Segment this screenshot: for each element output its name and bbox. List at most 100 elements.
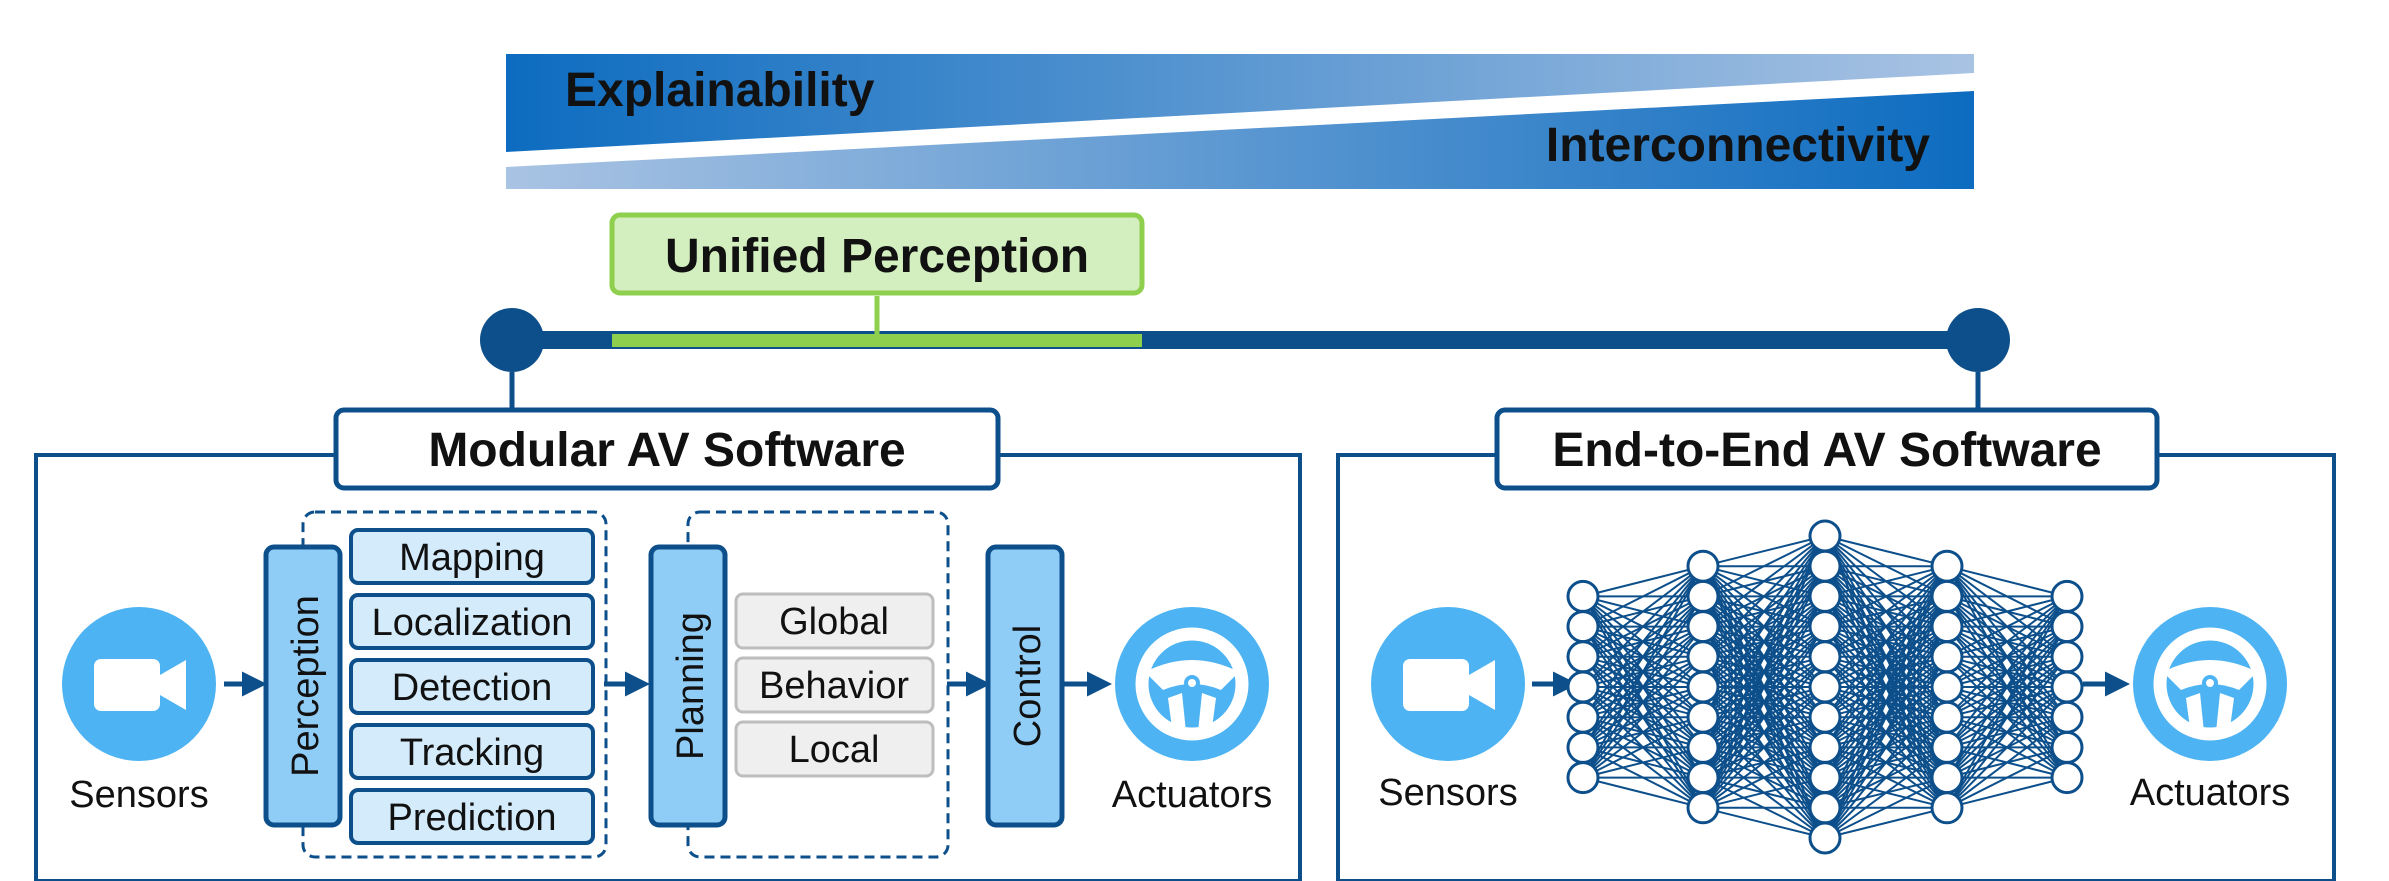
e2e-actuators: Actuators <box>2130 607 2291 814</box>
network-node <box>1686 549 1720 583</box>
network-edge <box>1582 716 1704 779</box>
network-edge <box>1582 565 1704 658</box>
perception-items: Mapping Localization Detection Tracking … <box>349 528 595 845</box>
planning-item: Global <box>734 592 935 650</box>
network-node <box>1930 730 1964 764</box>
network-node <box>1686 730 1720 764</box>
network-node <box>1808 761 1842 795</box>
network-node <box>2050 670 2084 704</box>
network-node <box>1930 640 1964 674</box>
network-edge <box>1702 565 1826 809</box>
e2e-actuators-label: Actuators <box>2130 772 2291 814</box>
perception-item: Mapping <box>349 528 595 585</box>
network-edge <box>1946 595 2068 809</box>
network-node <box>1566 670 1600 704</box>
svg-text:Localization: Localization <box>372 602 573 644</box>
network-edge <box>1946 656 2068 809</box>
unified-perception-box: Unified Perception <box>609 212 1145 296</box>
network-edge <box>1582 565 1704 598</box>
modular-end-node <box>480 308 544 372</box>
network-edge <box>1946 686 2068 809</box>
network-edge <box>1702 535 1826 568</box>
network-edge <box>1702 535 1826 809</box>
perception-item: Prediction <box>349 788 595 845</box>
network-edge <box>1582 565 1704 628</box>
network-edge <box>1582 686 1704 779</box>
network-edge <box>1824 565 1948 628</box>
network-edge <box>1702 746 1826 809</box>
modular-actuators-label: Actuators <box>1112 774 1273 816</box>
network-edge <box>1702 656 1826 809</box>
network-edge <box>1582 656 1704 779</box>
network-node <box>1930 700 1964 734</box>
modular-sensors-label: Sensors <box>69 774 208 816</box>
network-edge <box>1582 565 1704 718</box>
network-edge <box>1702 806 1826 839</box>
network-edge <box>1702 535 1826 748</box>
network-node <box>1808 700 1842 734</box>
network-edge <box>1824 535 1948 568</box>
network-node <box>1566 730 1600 764</box>
network-edge <box>1824 565 1948 748</box>
network-edge <box>1702 535 1826 628</box>
e2e-sensors-label: Sensors <box>1378 772 1517 814</box>
network-node <box>1566 700 1600 734</box>
network-node <box>1808 791 1842 825</box>
unified-perception-label: Unified Perception <box>665 230 1089 283</box>
e2e-title-box <box>1494 407 2160 491</box>
network-edge <box>1702 686 1826 809</box>
camera-icon <box>1403 659 1495 711</box>
e2e-title: End-to-End AV Software <box>1552 424 2101 477</box>
network-node <box>1930 610 1964 644</box>
network-edge <box>1946 595 2068 628</box>
svg-text:Mapping: Mapping <box>399 537 545 579</box>
network-node <box>2050 610 2084 644</box>
network-node <box>1930 670 1964 704</box>
network-node <box>1686 700 1720 734</box>
network-edge <box>1582 595 1704 779</box>
planning-item: Behavior <box>734 656 935 714</box>
network-edge <box>1824 776 1948 839</box>
spectrum-line <box>480 296 2010 410</box>
network-node <box>1566 761 1600 795</box>
network-edge <box>1824 806 1948 839</box>
network-edge <box>1946 595 2068 688</box>
network-edge <box>1946 716 2068 809</box>
perception-item: Tracking <box>349 723 595 780</box>
network-edge <box>1824 565 1948 688</box>
network-node <box>1808 730 1842 764</box>
network-node <box>1686 791 1720 825</box>
unified-range-bar <box>612 334 1142 347</box>
interconnectivity-wedge <box>506 91 1974 189</box>
network-node <box>1808 610 1842 644</box>
tradeoff-bar: Explainability Interconnectivity <box>506 54 1974 189</box>
network-node <box>2050 700 2084 734</box>
network-edge <box>1824 565 1948 779</box>
network-node <box>2050 761 2084 795</box>
svg-text:Local: Local <box>789 729 880 771</box>
neural-network-nodes <box>1566 519 2084 855</box>
network-edge <box>1582 565 1704 688</box>
network-node <box>2050 730 2084 764</box>
network-node <box>2050 640 2084 674</box>
modular-title: Modular AV Software <box>428 424 905 477</box>
network-edge <box>1946 595 2068 718</box>
e2e-end-node <box>1946 308 2010 372</box>
network-node <box>1808 519 1842 553</box>
network-edge <box>1702 626 1826 809</box>
explainability-wedge <box>506 54 1974 152</box>
network-node <box>1808 579 1842 613</box>
network-edge <box>1702 535 1826 688</box>
modular-sensors: Sensors <box>62 607 216 816</box>
network-node <box>1686 761 1720 795</box>
explainability-label: Explainability <box>565 64 875 117</box>
network-edge <box>1946 776 2068 809</box>
svg-text:Detection: Detection <box>392 667 553 709</box>
control-label: Control <box>1007 625 1049 748</box>
network-edge <box>1824 565 1948 718</box>
planning-items: Global Behavior Local <box>734 592 935 778</box>
interconnectivity-label: Interconnectivity <box>1546 119 1930 172</box>
planning-module: Planning <box>648 544 728 828</box>
network-node <box>1808 640 1842 674</box>
steering-wheel-icon <box>2153 627 2267 741</box>
